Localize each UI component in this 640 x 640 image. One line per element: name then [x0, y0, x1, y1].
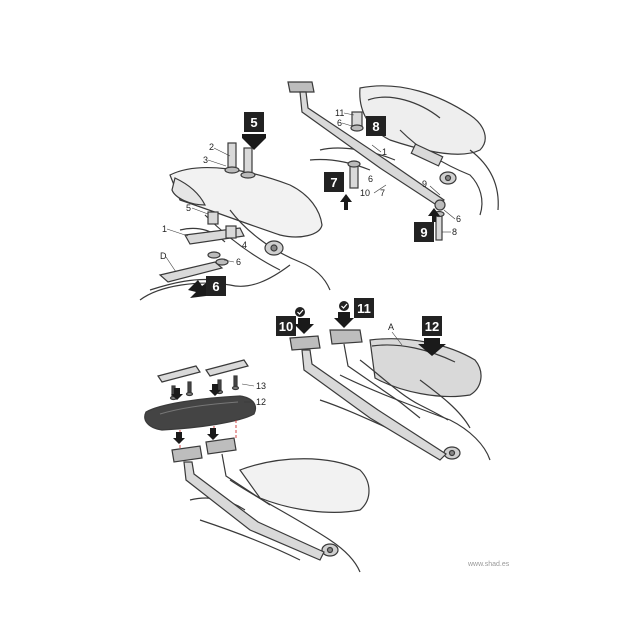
label-a: A — [388, 322, 394, 332]
down-arrow-icon — [334, 312, 354, 328]
bolt-assembly-left — [207, 142, 256, 266]
panel-step-5-6 — [139, 142, 331, 301]
step-number: 11 — [357, 301, 371, 316]
panel-plate-exploded — [144, 359, 370, 573]
panel-step-7-8-9 — [287, 81, 499, 241]
motorcycle-tail-mid — [319, 338, 491, 461]
label-7: 7 — [380, 188, 385, 198]
check-icon — [339, 301, 349, 311]
label-9: 9 — [422, 179, 427, 189]
label-6: 6 — [337, 118, 342, 128]
label-1: 1 — [382, 147, 387, 157]
down-arrow-icon — [418, 338, 446, 356]
down-arrow-icon — [207, 428, 219, 440]
label-10: 10 — [360, 188, 370, 198]
up-arrow-icon — [340, 194, 352, 210]
up-arrow-icon — [428, 208, 440, 222]
label-3: 3 — [203, 155, 208, 165]
down-arrow-icon — [294, 318, 314, 334]
step-number: 8 — [372, 119, 379, 134]
side-arm-bottom — [171, 437, 325, 561]
check-icon — [295, 307, 305, 317]
step-marker-6: 6 — [188, 276, 226, 298]
diagonal-arrow-icon — [188, 280, 210, 298]
rubber-pads — [157, 359, 249, 383]
part-labels-panel-1: 2 3 5 1 4 6 D — [160, 142, 247, 273]
down-arrow-icon — [173, 432, 185, 444]
part-labels-panel-2: 11 6 1 6 10 7 9 6 8 — [335, 108, 461, 237]
step-marker-12: 12 — [418, 316, 446, 356]
watermark: www.shad.es — [467, 561, 510, 568]
step-number: 10 — [279, 319, 293, 334]
motorcycle-tail-bottom — [189, 458, 370, 573]
down-arrow-icon — [171, 388, 183, 400]
step-number: 7 — [330, 175, 337, 190]
step-marker-9: 9 — [414, 208, 440, 242]
step-marker-11: 11 — [334, 298, 374, 328]
label-8: 8 — [452, 227, 457, 237]
step-marker-8: 8 — [366, 116, 386, 136]
label-1: 1 — [162, 224, 167, 234]
label-6: 6 — [456, 214, 461, 224]
side-arm-mid — [289, 329, 447, 461]
step-number: 9 — [420, 225, 427, 240]
label-d: D — [160, 251, 167, 261]
step-number: 6 — [212, 279, 219, 294]
step-marker-5: 5 — [242, 112, 266, 150]
panel-step-10-11-12 — [289, 329, 491, 461]
part-labels-panel-3: A — [388, 322, 403, 346]
step-marker-10: 10 — [276, 307, 314, 336]
down-arrow-icon — [209, 384, 221, 396]
step-marker-7: 7 — [324, 172, 352, 210]
label-6: 6 — [368, 174, 373, 184]
top-plate-12 — [144, 395, 257, 431]
label-12: 12 — [256, 397, 266, 407]
down-arrow-icon — [242, 134, 266, 150]
side-arm-7 — [287, 81, 446, 211]
label-4: 4 — [242, 240, 247, 250]
down-arrows-exploded — [171, 384, 221, 444]
label-6: 6 — [236, 257, 241, 267]
label-5: 5 — [186, 203, 191, 213]
motorcycle-tail-left — [139, 166, 331, 301]
part-labels-panel-4: 13 12 — [241, 381, 266, 407]
motorcycle-tail-right — [309, 85, 499, 216]
label-13: 13 — [256, 381, 266, 391]
label-2: 2 — [209, 142, 214, 152]
step-number: 5 — [250, 115, 257, 130]
step-number: 12 — [425, 319, 439, 334]
label-11: 11 — [335, 108, 344, 118]
